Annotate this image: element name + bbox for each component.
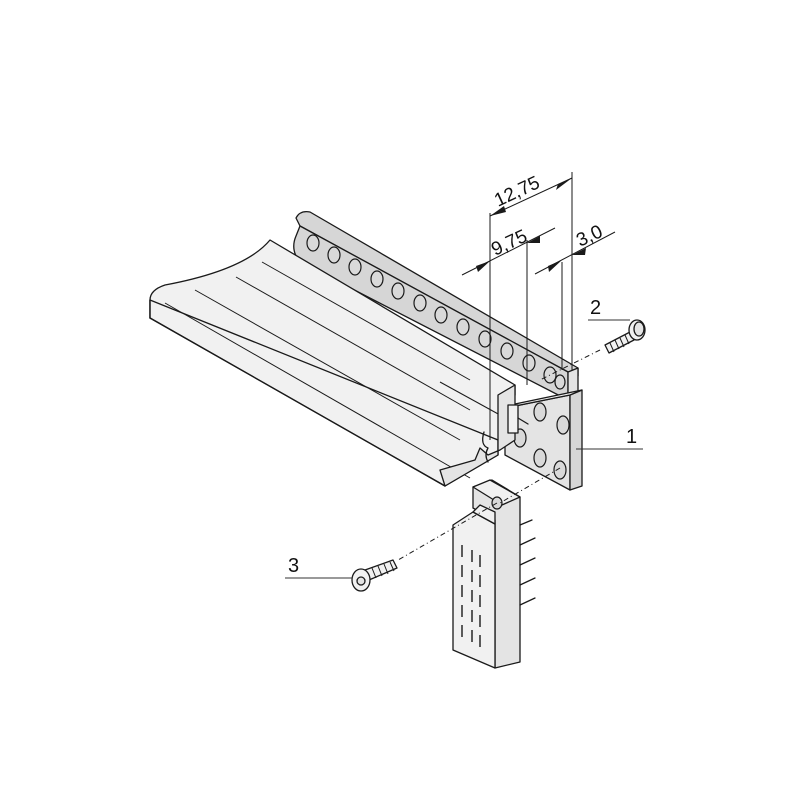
callout-2: 2: [588, 297, 630, 321]
dimension-9-75: 9,75: [488, 226, 530, 261]
card-guide-slots: [461, 545, 481, 650]
mounting-bracket: [504, 389, 583, 491]
callout-2-label: 2: [590, 297, 601, 319]
dimension-12-75: 12,75: [491, 172, 543, 211]
callout-3-label: 3: [288, 555, 299, 577]
rail-holes: [306, 234, 566, 390]
callout-1: 1: [576, 426, 643, 450]
screw-2: [604, 319, 646, 354]
handle-profile: [149, 239, 529, 487]
card-guide: [452, 479, 536, 669]
dimension-3-0: 3,0: [573, 221, 606, 251]
callout-1-label: 1: [626, 426, 637, 448]
card-guide-teeth: [519, 519, 536, 606]
bracket-holes: [513, 402, 570, 480]
callout-3: 3: [285, 555, 352, 579]
screw-3: [351, 559, 398, 592]
